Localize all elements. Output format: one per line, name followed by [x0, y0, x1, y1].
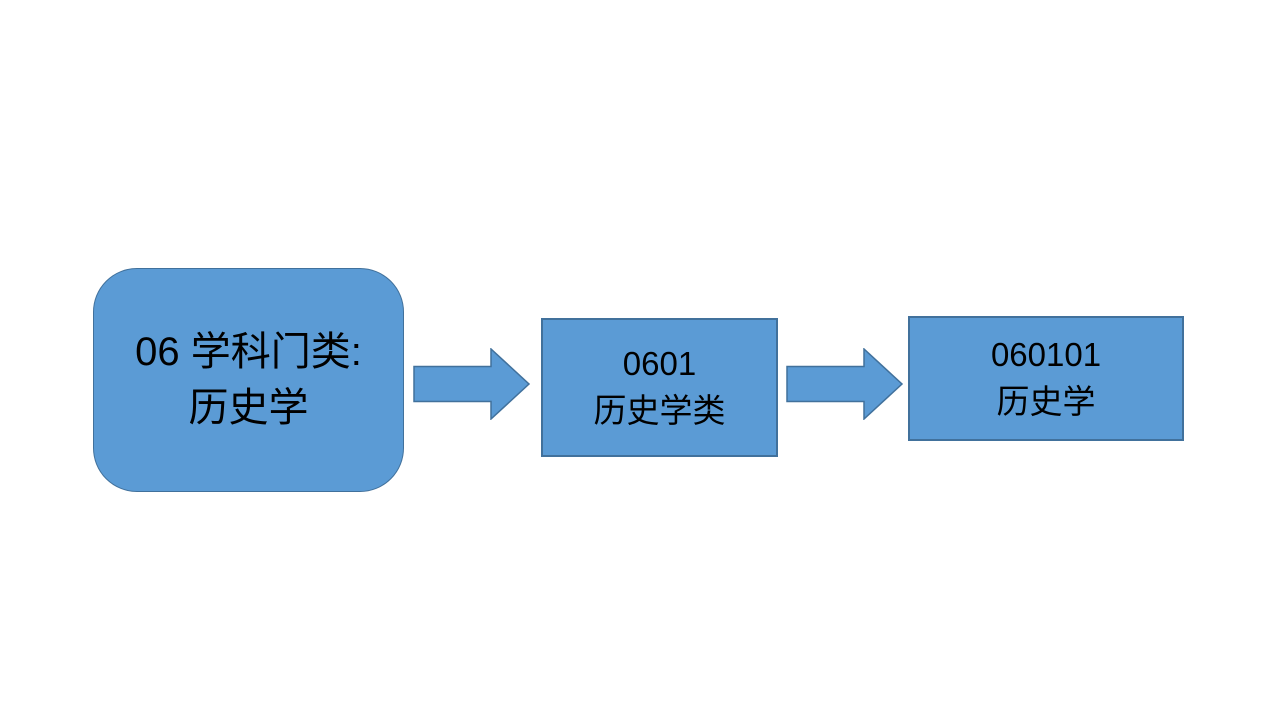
node-text-line-1: 06 学科门类: [135, 330, 362, 374]
right-block-arrow-icon [413, 348, 531, 420]
flow-node-discipline-class: 0601 历史学类 [541, 318, 778, 457]
node-text-line-1: 0601 [622, 345, 697, 383]
node-text-line-2: 历史学 [188, 386, 309, 430]
flow-node-discipline-category: 06 学科门类: 历史学 [93, 268, 404, 492]
flow-node-major: 060101 历史学 [908, 316, 1184, 441]
node-text-line-2: 历史学 [996, 382, 1096, 420]
right-block-arrow-icon [786, 348, 904, 420]
node-text-line-2: 历史学类 [593, 391, 726, 429]
node-text-line-1: 060101 [990, 336, 1102, 374]
